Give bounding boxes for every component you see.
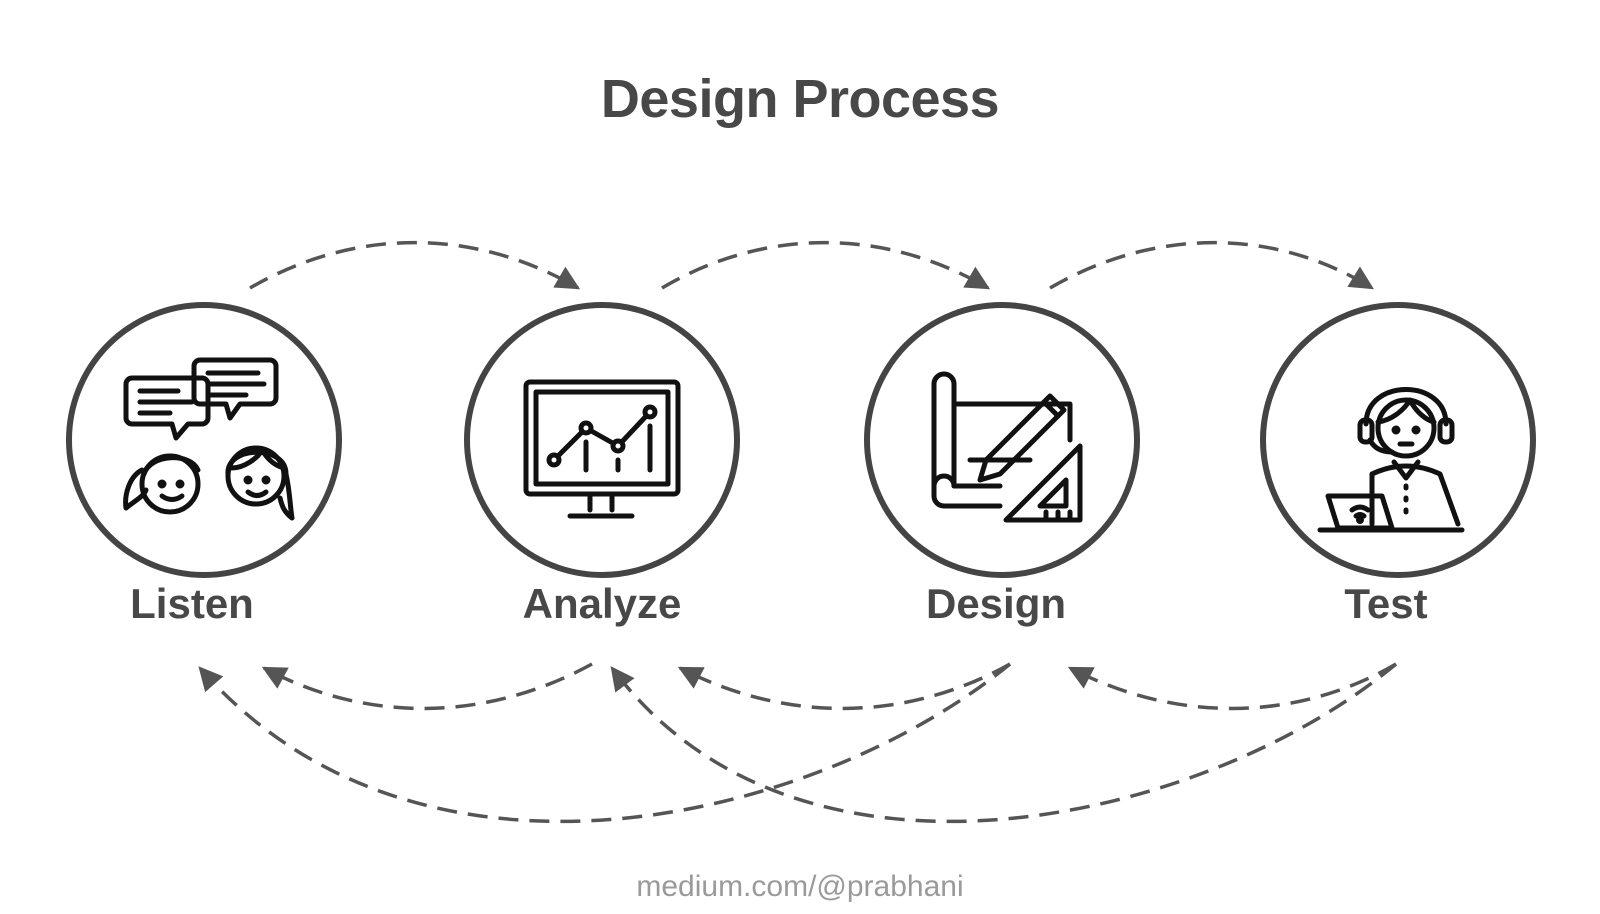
blueprint-pencil-icon [931,371,1083,523]
stage-label-design: Design [925,580,1067,627]
arrow-design-to-analyze [677,662,1011,711]
circle-listen [66,302,342,578]
footer-credit: medium.com/@prabhani [636,870,964,903]
arrow-test-to-design [1067,662,1397,711]
arrow-design-to-listen [198,662,1012,824]
circle-design [864,302,1140,578]
forward-arrows [249,240,1375,290]
feedback-arrows [198,662,1398,824]
support-agent-laptop-icon [1317,387,1465,533]
stage-label-listen: Listen [130,580,254,627]
circle-test [1260,302,1536,578]
circle-analyze [464,302,740,578]
arrow-listen-to-analyze [249,240,581,290]
diagram-title: Design Process [600,69,1000,129]
monitor-chart-icon [523,379,681,519]
arrow-analyze-to-design [661,240,991,290]
arrow-design-to-test [1049,240,1375,290]
stage-label-analyze: Analyze [522,580,682,627]
conversation-icon [123,357,295,521]
arrow-analyze-to-listen [261,662,593,711]
stage-label-test: Test [1344,580,1428,627]
